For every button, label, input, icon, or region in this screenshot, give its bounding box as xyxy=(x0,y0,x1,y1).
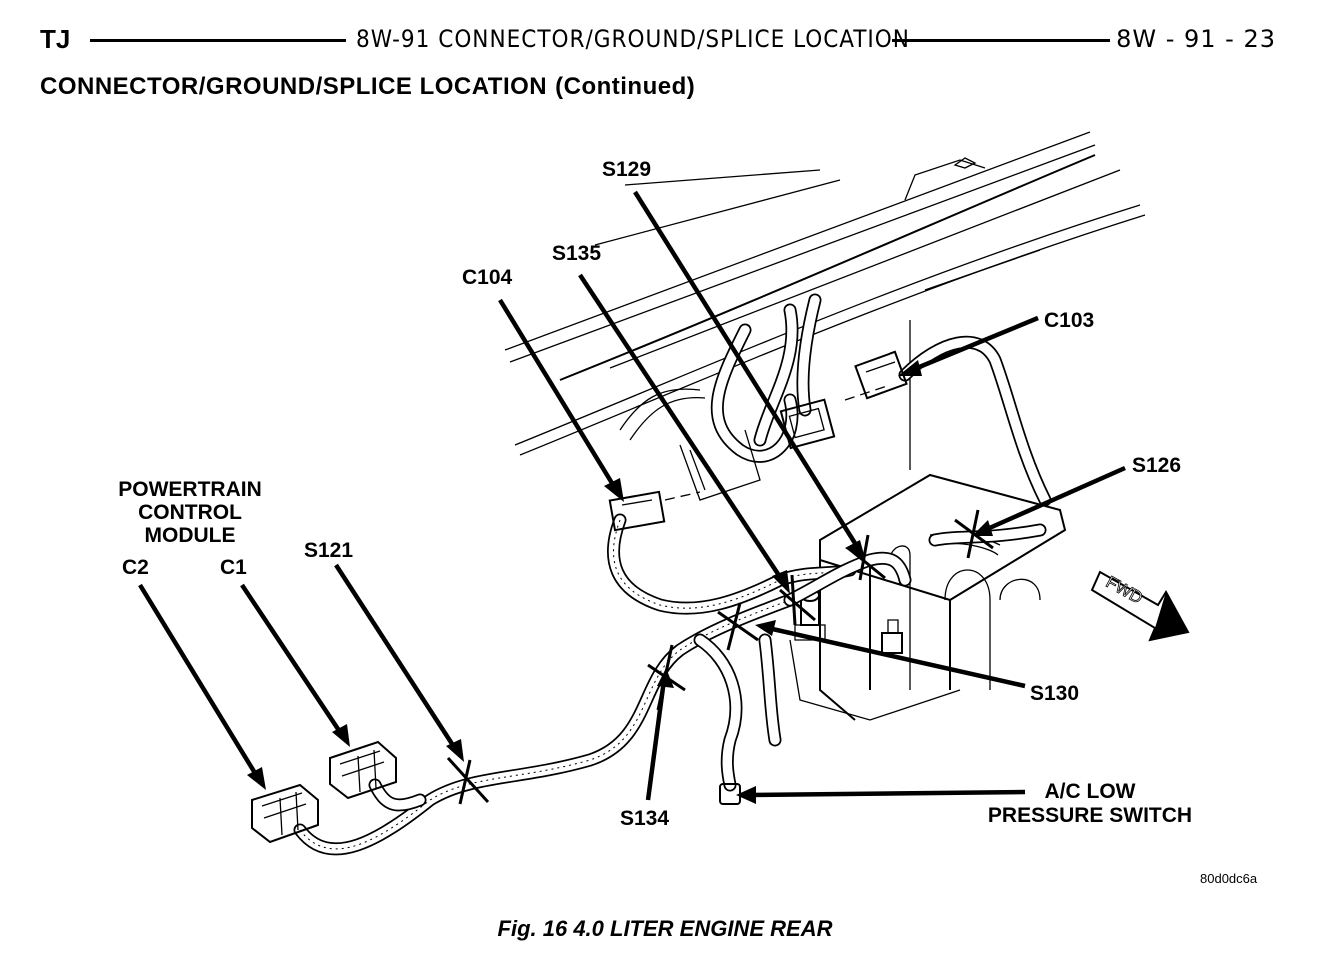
label-pcm-line1: POWERTRAIN xyxy=(118,478,262,501)
label-s130: S130 xyxy=(1030,682,1079,705)
label-s129: S129 xyxy=(602,158,651,181)
s135-splice-mark xyxy=(779,574,816,626)
c2-connector xyxy=(251,783,319,844)
leader-lines xyxy=(138,190,1126,801)
label-pcm-line2: CONTROL xyxy=(138,501,242,524)
label-c103: C103 xyxy=(1044,309,1094,332)
label-s121: S121 xyxy=(304,539,353,562)
label-c104: C104 xyxy=(462,266,513,289)
c103-connector xyxy=(844,335,1052,507)
pcm-connectors xyxy=(251,740,397,844)
header-rule-left xyxy=(90,39,346,42)
fwd-label: FWD xyxy=(1103,572,1146,607)
header-page-number: 8W - 91 - 23 xyxy=(1116,25,1276,53)
subtitle-continued: (Continued) xyxy=(555,73,696,100)
label-c1: C1 xyxy=(220,556,247,579)
label-ac-line1: A/C LOW xyxy=(1045,780,1136,803)
callout-labels: S129 S135 C104 C103 S126 POWERTRAIN CONT… xyxy=(118,158,1258,886)
s121-splice-mark xyxy=(446,756,490,805)
header-section-title: 8W-91 CONNECTOR/GROUND/SPLICE LOCATION xyxy=(356,25,910,53)
header-rule-right xyxy=(892,39,1110,42)
c104-connector xyxy=(608,490,701,532)
label-c2: C2 xyxy=(122,556,149,579)
fwd-arrow-icon: FWD xyxy=(1090,570,1190,642)
label-pcm-line3: MODULE xyxy=(145,524,236,547)
label-s134: S134 xyxy=(620,807,669,830)
c1-connector xyxy=(329,740,397,800)
figure-caption: Fig. 16 4.0 LITER ENGINE REAR xyxy=(497,916,833,941)
label-s126: S126 xyxy=(1132,454,1181,477)
section-subtitle: CONNECTOR/GROUND/SPLICE LOCATION (Continu… xyxy=(40,72,695,102)
cowl-outline xyxy=(504,131,1146,470)
header-model: TJ xyxy=(40,24,71,54)
figure-code: 80d0dc6a xyxy=(1200,871,1258,886)
label-s135: S135 xyxy=(552,242,601,265)
s130-splice-mark xyxy=(717,602,759,651)
subtitle-main: CONNECTOR/GROUND/SPLICE LOCATION xyxy=(40,73,548,100)
page-header: TJ 8W-91 CONNECTOR/GROUND/SPLICE LOCATIO… xyxy=(40,22,1276,56)
leader-arrowheads xyxy=(247,360,993,804)
label-ac-line2: PRESSURE SWITCH xyxy=(988,804,1192,827)
